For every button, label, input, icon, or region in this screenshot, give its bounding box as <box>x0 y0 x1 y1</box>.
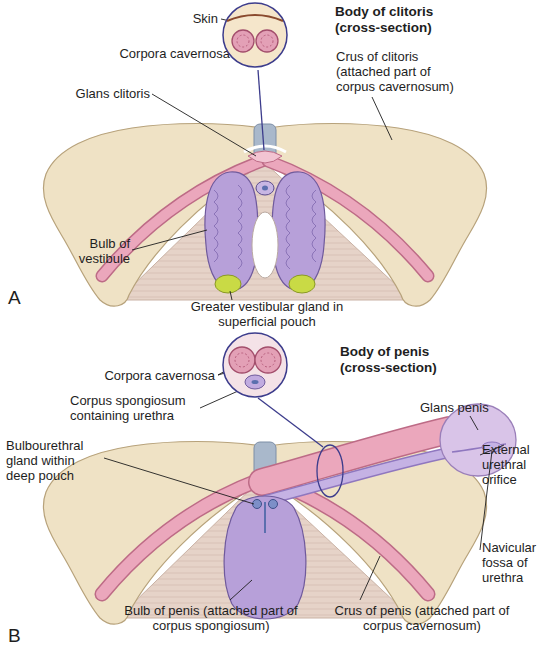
corpus-cavernosum <box>229 347 255 373</box>
section-ring <box>317 445 343 497</box>
erectile-tissue <box>237 35 249 47</box>
inset-heading: Body of penis (cross-section) <box>340 344 470 376</box>
inset-circle <box>223 333 287 397</box>
leader-line <box>104 458 254 504</box>
part-label: Skin <box>150 11 218 26</box>
erectile-tissue <box>261 35 273 47</box>
spongiosum-outline <box>266 452 452 500</box>
inset-circle-shape <box>222 2 288 68</box>
vaginal-opening <box>252 212 278 278</box>
cross-section-inset: Body of clitoris (cross-section) <box>222 2 288 68</box>
part-label: External urethral orifice <box>482 442 558 487</box>
leader-line <box>132 230 207 250</box>
leader-line <box>360 556 380 600</box>
vestibular-gland <box>289 275 315 293</box>
inset-pointer <box>258 398 323 447</box>
urethra <box>252 380 259 384</box>
part-label: Bulb of vestibule <box>70 236 130 266</box>
panel-b <box>43 361 516 624</box>
pubic-bone <box>268 124 487 307</box>
urethra <box>264 502 266 533</box>
corpus-cavernosum <box>255 347 281 373</box>
panel-letter: A <box>8 288 32 308</box>
urethral-lumen <box>262 186 268 191</box>
inset-circle-shape <box>222 332 288 398</box>
skin-layer <box>227 15 283 21</box>
leader-line <box>152 94 256 156</box>
corpus-cavernosum <box>256 30 278 52</box>
urethral-opening <box>256 181 274 195</box>
leader-line <box>470 416 478 430</box>
bulbourethral-gland <box>269 500 278 509</box>
part-label: Crus of penis (attached part of corpus c… <box>322 603 522 633</box>
bulb-vestibule <box>272 172 325 290</box>
leader-line <box>230 291 232 300</box>
part-label: Glans penis <box>420 400 510 415</box>
part-label: Bulb of penis (attached part of corpus s… <box>106 603 316 633</box>
leader-line <box>230 580 252 600</box>
part-label: Navicular fossa of urethra <box>482 540 558 585</box>
erectile-tissue <box>261 353 275 367</box>
vestibular-gland <box>215 275 241 293</box>
part-label: Corpus spongiosum containing urethra <box>70 393 202 423</box>
part-label: Crus of clitoris (attached part of corpu… <box>336 49 464 94</box>
erectile-tissue <box>235 353 249 367</box>
clitoral-hood <box>244 146 286 152</box>
bulb-penis <box>224 496 306 619</box>
corpus-cavernosum <box>232 30 254 52</box>
part-label: Bulbourethral gland within deep pouch <box>6 438 106 483</box>
bulb-vestibule <box>205 172 258 290</box>
glans-clitoris <box>248 151 282 163</box>
inset-heading: Body of clitoris (cross-section) <box>335 4 465 36</box>
cross-section-inset: Body of penis (cross-section) <box>222 332 288 398</box>
part-label: Corpora cavernosa <box>80 46 230 61</box>
part-label: Glans clitoris <box>50 86 150 101</box>
panel-letter: B <box>8 626 32 646</box>
corpus-spongiosum <box>266 452 452 500</box>
inset-pointer <box>258 70 264 150</box>
part-label: Corpora cavernosa <box>60 368 215 383</box>
inset-circle <box>223 3 287 67</box>
pubic-bone <box>43 124 262 307</box>
part-label: Greater vestibular gland in superficial … <box>182 299 352 329</box>
corpus-spongiosum <box>245 375 265 389</box>
leader-line <box>372 97 392 140</box>
